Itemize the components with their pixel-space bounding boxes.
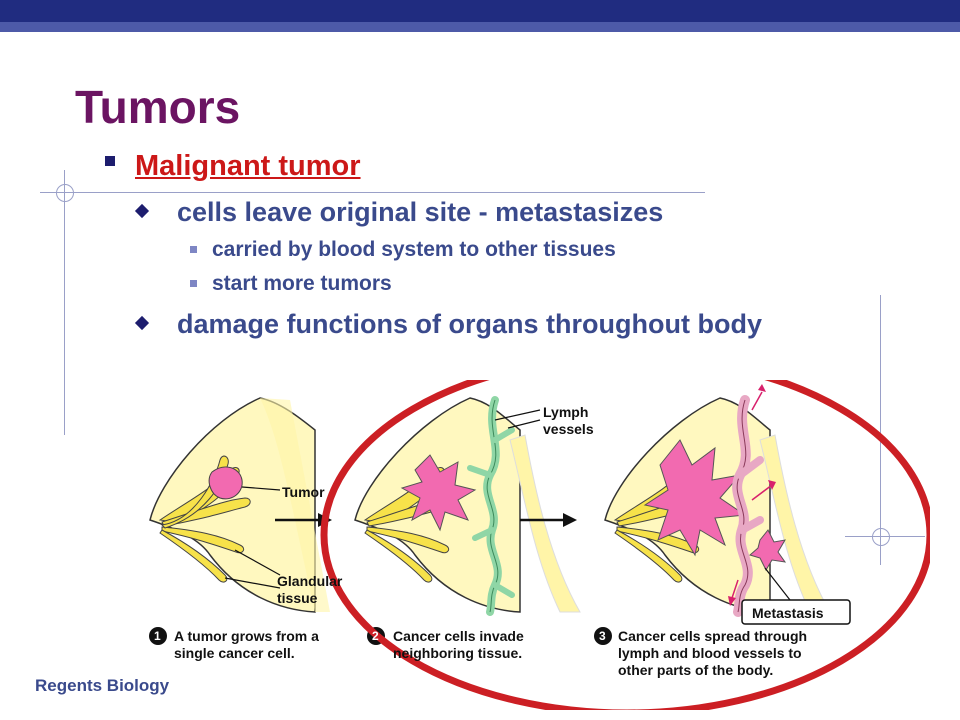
sub-bullet-text: cells leave original site - metastasizes <box>177 197 664 227</box>
breast-stage-2 <box>354 396 581 616</box>
caption-line: lymph and blood vessels to <box>618 645 802 661</box>
guide-circle-left <box>56 184 74 202</box>
caption-line: Cancer cells invade <box>393 628 524 644</box>
header-bar <box>0 0 960 22</box>
step-1-caption: A tumor grows from a single cancer cell. <box>174 628 319 662</box>
diamond-bullet-icon <box>134 315 150 331</box>
lymph-label-2: vessels <box>543 421 594 437</box>
caption-line: Cancer cells spread through <box>618 628 808 644</box>
square-bullet-icon <box>105 156 115 166</box>
caption-line: other parts of the body. <box>618 662 774 678</box>
sub-sub-bullet-text: carried by blood system to other tissues <box>212 238 616 261</box>
step-3-caption: Cancer cells spread through lymph and bl… <box>618 628 807 679</box>
small-square-bullet-icon <box>190 280 197 287</box>
sub-sub-bullet-text: start more tumors <box>212 272 392 295</box>
guide-line-top <box>40 192 705 193</box>
caption-line: neighboring tissue. <box>393 645 523 661</box>
header-bar-accent <box>0 22 960 32</box>
sub-bullet-text: damage functions of organs throughout bo… <box>177 309 762 339</box>
glandular-label-1: Glandular <box>277 573 343 589</box>
tumor-label: Tumor <box>282 484 325 500</box>
slide-title: Tumors <box>75 81 241 133</box>
guide-line-right <box>880 295 881 565</box>
glandular-label-2: tissue <box>277 590 318 606</box>
metastasis-label: Metastasis <box>752 605 824 621</box>
guide-circle-right <box>872 528 890 546</box>
guide-line-left <box>64 170 65 435</box>
step-2-caption: Cancer cells invade neighboring tissue. <box>393 628 524 662</box>
small-square-bullet-icon <box>190 246 197 253</box>
caption-line: A tumor grows from a <box>174 628 319 644</box>
step-2-number: 2 <box>372 629 379 643</box>
bullet-text[interactable]: Malignant tumor <box>135 150 361 182</box>
diamond-bullet-icon <box>134 203 150 219</box>
breast-stage-3 <box>604 384 851 625</box>
breast-stage-1 <box>149 397 330 613</box>
metastasis-diagram: Tumor Glandular tissue Lymph vessels Met… <box>140 353 934 717</box>
lymph-label-1: Lymph <box>543 404 589 420</box>
step-1-number: 1 <box>154 629 161 643</box>
footer-label: Regents Biology <box>35 676 170 695</box>
arrow-stage-2-to-3 <box>520 513 577 527</box>
caption-line: single cancer cell. <box>174 645 295 661</box>
step-3-number: 3 <box>599 629 606 643</box>
